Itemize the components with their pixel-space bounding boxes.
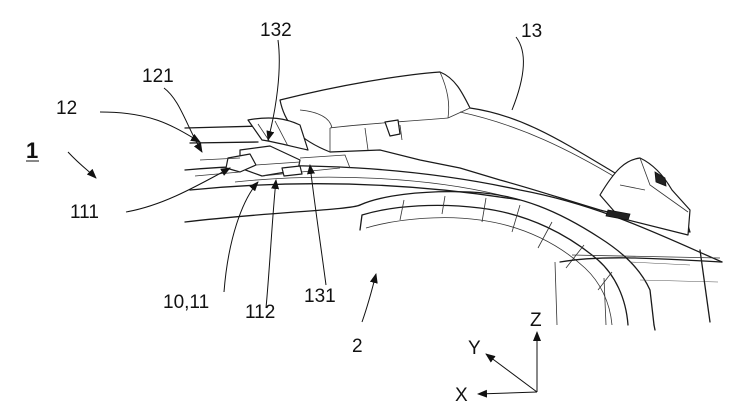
axis-label-x: X: [455, 385, 468, 406]
label-111: 111: [70, 202, 99, 223]
leader-lines: [67, 36, 524, 323]
label-13: 13: [521, 21, 542, 42]
label-12: 12: [56, 98, 77, 119]
body-part-2: [184, 165, 723, 331]
label-131: 131: [304, 286, 336, 307]
label-132: 132: [260, 20, 292, 41]
coordinate-axes: [477, 331, 541, 398]
label-121: 121: [142, 66, 174, 87]
seal-parts: [184, 117, 351, 177]
axis-label-y: Y: [468, 338, 481, 359]
label-1: 1: [26, 138, 38, 163]
label-112: 112: [245, 302, 275, 323]
axis-label-z: Z: [530, 310, 542, 331]
cover-part-13: [279, 71, 691, 236]
label-2: 2: [352, 336, 363, 357]
label-10-11: 10,11: [163, 292, 209, 313]
